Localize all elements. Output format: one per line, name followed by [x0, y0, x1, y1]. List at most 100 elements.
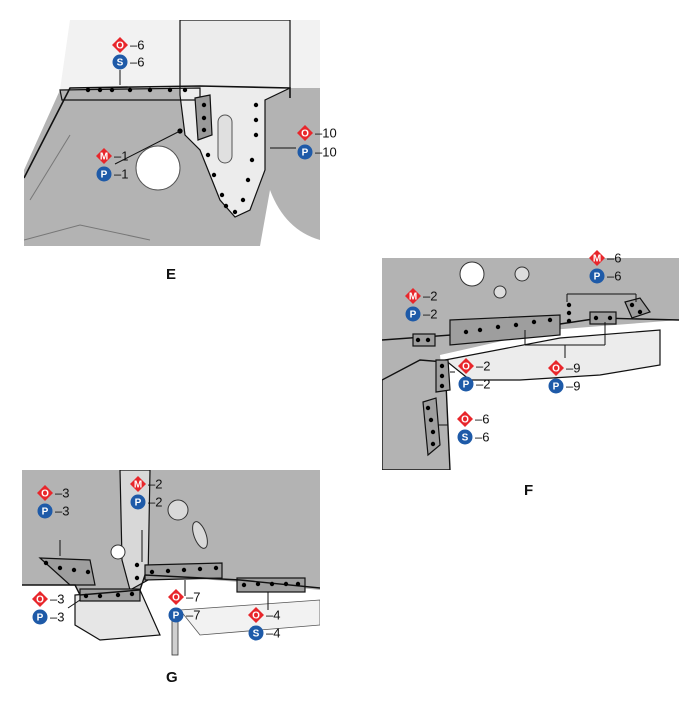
circle-symbol-icon — [589, 268, 605, 284]
weld-label-f-5: P–2 — [458, 376, 490, 392]
weld-label-g-3: P –2 — [130, 494, 162, 510]
diamond-symbol-icon — [248, 607, 264, 623]
symbol-letter: O — [41, 489, 49, 500]
symbol-letter: P — [135, 498, 142, 509]
weld-label-g-6: O –7 — [168, 589, 200, 605]
diamond-symbol-icon — [405, 288, 421, 304]
diamond-symbol-icon — [96, 148, 112, 164]
weld-count-text: –3 — [50, 592, 64, 607]
circle-symbol-icon — [458, 376, 474, 392]
weld-labels: O–6S–6O–10P–10M–1P–1M–6P–6M–2P–2O–2P–2O–… — [32, 37, 621, 641]
circle-symbol-icon — [405, 306, 421, 322]
weld-label-g-2: M –2 — [130, 476, 162, 492]
circle-symbol-icon — [112, 54, 128, 70]
weld-label-g-8: O–4 — [248, 607, 280, 623]
weld-count-text: –1 — [114, 167, 128, 182]
weld-count-text: –6 — [475, 430, 489, 445]
weld-count-text: –6 — [130, 55, 144, 70]
diamond-symbol-icon — [589, 250, 605, 266]
symbol-letter: O — [36, 595, 44, 606]
symbol-letter: P — [173, 611, 180, 622]
weld-count-text: –6 — [607, 251, 621, 266]
symbol-letter: P — [553, 382, 560, 393]
weld-label-e-1: S –6 — [112, 54, 144, 70]
symbol-letter: O — [301, 129, 309, 140]
weld-label-f-9: S –6 — [457, 429, 489, 445]
weld-dots-e — [85, 87, 259, 215]
weld-count-text: –4 — [266, 626, 280, 641]
weld-count-text: –1 — [114, 149, 128, 164]
weld-label-f-7: P –9 — [548, 378, 580, 394]
circle-symbol-icon — [457, 429, 473, 445]
weld-label-f-6: O–9 — [548, 360, 580, 376]
symbol-letter: P — [42, 507, 49, 518]
panel-g-drawing — [22, 470, 320, 662]
symbol-letter: O — [462, 362, 470, 373]
circle-symbol-icon — [548, 378, 564, 394]
weld-count-text: –9 — [566, 361, 580, 376]
symbol-letter: M — [593, 254, 601, 265]
diamond-symbol-icon — [458, 358, 474, 374]
weld-count-text: –6 — [130, 38, 144, 53]
circle-symbol-icon — [297, 144, 313, 160]
weld-label-e-2: O –10 — [297, 125, 337, 141]
weld-count-text: –6 — [475, 412, 489, 427]
diamond-symbol-icon — [130, 476, 146, 492]
panel-e-drawing — [24, 20, 320, 246]
weld-count-text: –10 — [315, 126, 337, 141]
circle-symbol-icon — [130, 494, 146, 510]
weld-label-f-4: O –2 — [458, 358, 490, 374]
weld-label-f-8: O –6 — [457, 411, 489, 427]
weld-dots-f — [415, 302, 643, 447]
symbol-letter: O — [116, 41, 124, 52]
weld-label-f-0: M –6 — [589, 250, 621, 266]
weld-count-text: –2 — [148, 477, 162, 492]
symbol-letter: S — [117, 58, 124, 69]
circle-symbol-icon — [37, 503, 53, 519]
weld-count-text: –7 — [186, 590, 200, 605]
symbol-letter: M — [409, 292, 417, 303]
weld-label-f-2: M –2 — [405, 288, 437, 304]
symbol-letter: P — [594, 272, 601, 283]
symbol-letter: P — [101, 170, 108, 181]
panel-f-drawing — [382, 258, 679, 470]
weld-label-e-3: P–10 — [297, 144, 337, 160]
symbol-letter: O — [172, 593, 180, 604]
circle-symbol-icon — [96, 166, 112, 182]
circle-symbol-icon — [168, 607, 184, 623]
weld-label-g-9: S –4 — [248, 625, 280, 641]
circle-symbol-icon — [32, 609, 48, 625]
diamond-symbol-icon — [168, 589, 184, 605]
symbol-letter: M — [134, 480, 142, 491]
weld-count-text: –6 — [607, 269, 621, 284]
symbol-letter: S — [253, 629, 260, 640]
weld-label-g-7: P–7 — [168, 607, 200, 623]
weld-label-f-1: P –6 — [589, 268, 621, 284]
weld-label-e-5: P –1 — [96, 166, 128, 182]
weld-label-f-3: P–2 — [405, 306, 437, 322]
weld-label-e-0: O –6 — [112, 37, 144, 53]
weld-label-g-5: P–3 — [32, 609, 64, 625]
diamond-symbol-icon — [457, 411, 473, 427]
weld-count-text: –3 — [50, 610, 64, 625]
weld-label-g-4: O –3 — [32, 591, 64, 607]
symbol-letter: S — [462, 433, 469, 444]
weld-count-text: –2 — [476, 359, 490, 374]
diamond-symbol-icon — [32, 591, 48, 607]
circle-symbol-icon — [248, 625, 264, 641]
weld-count-text: –9 — [566, 379, 580, 394]
weld-count-text: –2 — [148, 495, 162, 510]
weld-count-text: –2 — [423, 289, 437, 304]
symbol-letter: O — [252, 611, 260, 622]
diamond-symbol-icon — [297, 125, 313, 141]
weld-count-text: –2 — [423, 307, 437, 322]
panel-g-caption: G — [166, 669, 178, 686]
diamond-symbol-icon — [37, 485, 53, 501]
diamond-symbol-icon — [112, 37, 128, 53]
diamond-symbol-icon — [548, 360, 564, 376]
panel-f-caption: F — [524, 482, 534, 499]
panel-e-caption: E — [166, 266, 177, 283]
weld-count-text: –3 — [55, 504, 69, 519]
symbol-letter: P — [302, 148, 309, 159]
symbol-letter: O — [461, 415, 469, 426]
